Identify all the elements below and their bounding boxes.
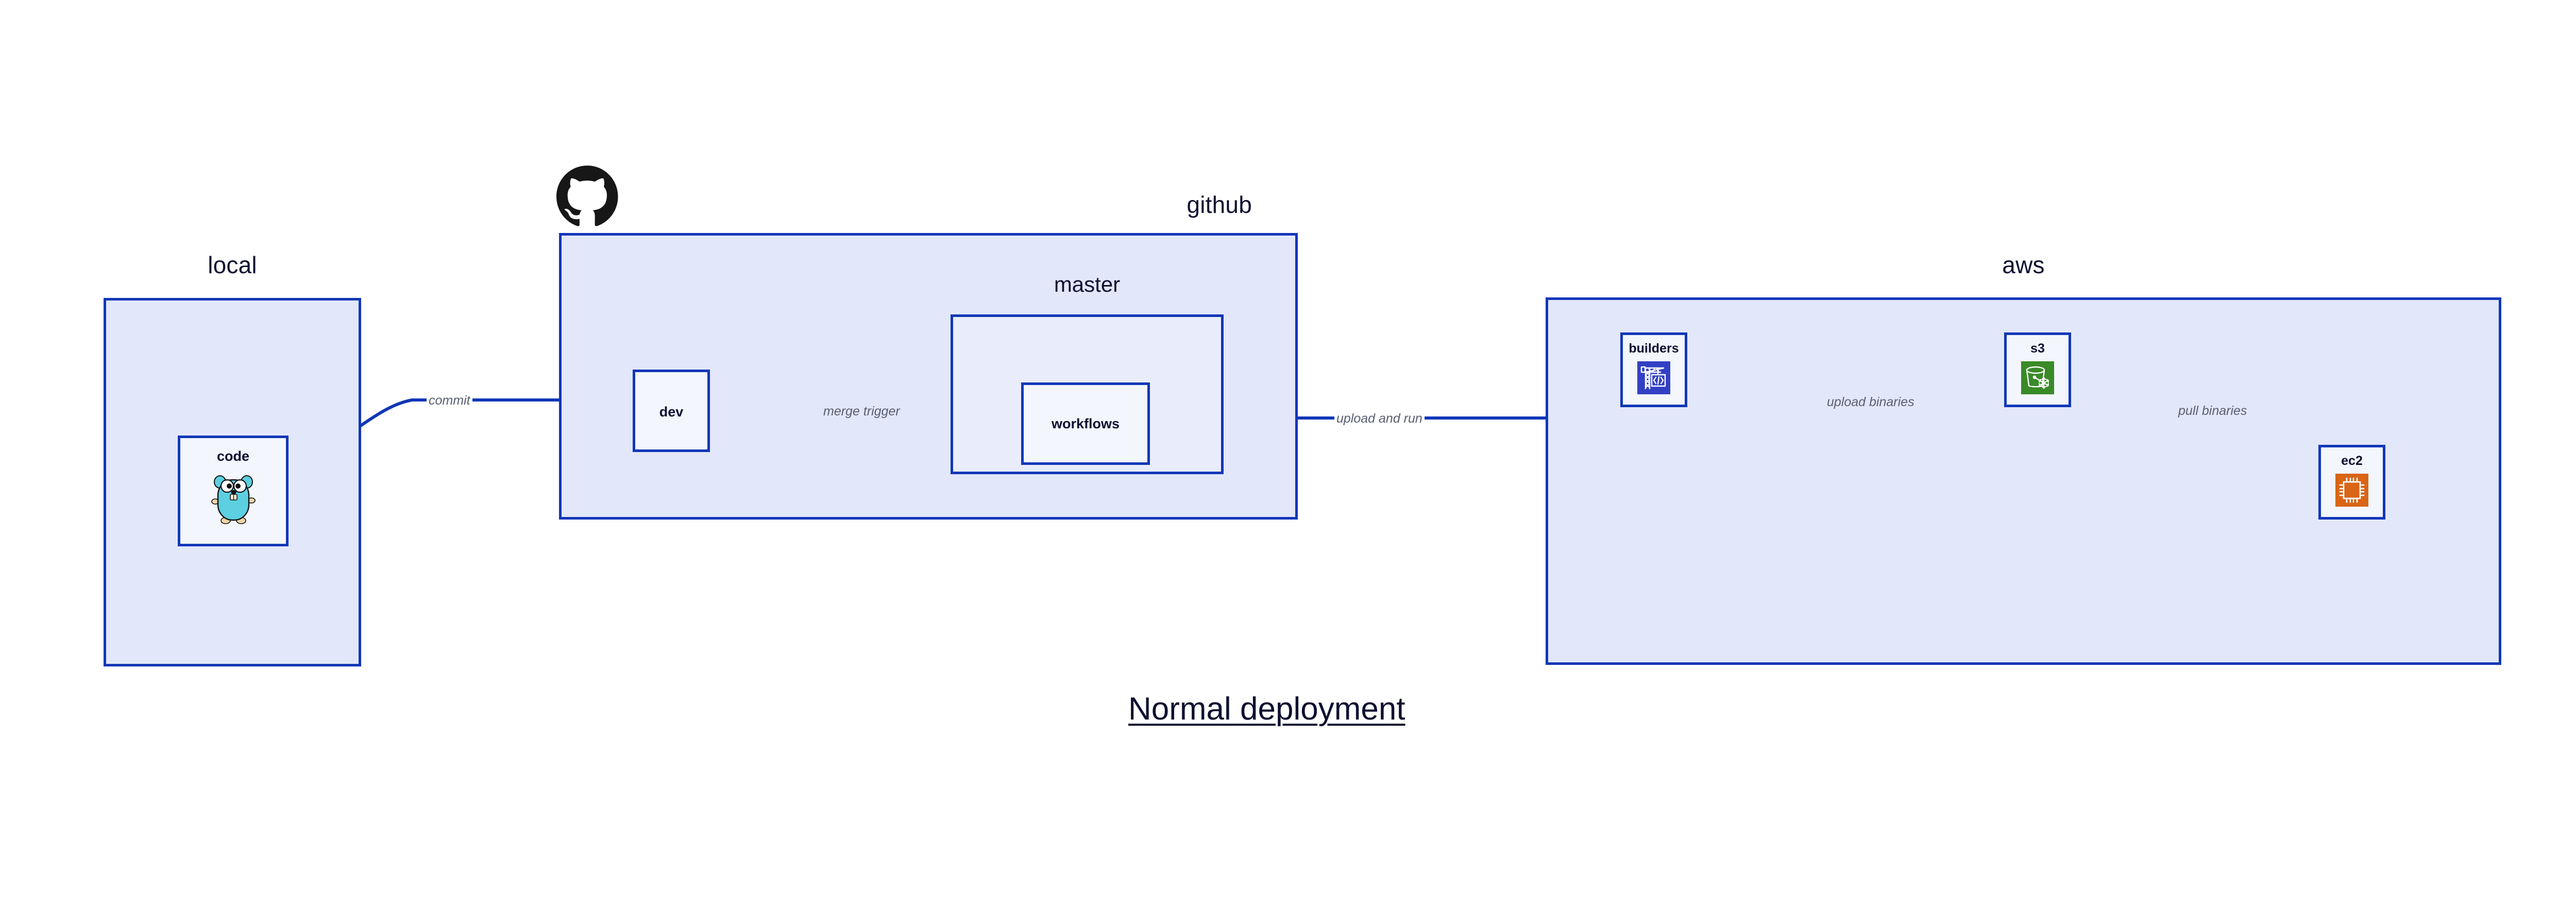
edge-label-upload-binaries: upload binaries: [1824, 396, 1918, 409]
edge-label-upload-and-run: upload and run: [1334, 412, 1425, 425]
node-label-ec2: ec2: [2341, 454, 2363, 468]
aws-ec2-chip-icon: [2335, 474, 2368, 507]
group-label-aws: aws: [2002, 252, 2045, 278]
edge-label-pull-binaries: pull binaries: [2175, 405, 2250, 417]
github-mark-icon: [556, 165, 618, 227]
node-label-dev: dev: [659, 404, 684, 420]
edge-label-merge-trigger: merge trigger: [820, 405, 903, 418]
node-label-builders: builders: [1629, 341, 1679, 356]
group-label-local: local: [208, 252, 257, 278]
node-dev[interactable]: dev: [633, 370, 710, 452]
node-builders[interactable]: builders: [1620, 332, 1687, 407]
aws-s3-glacier-bucket-icon: [2021, 361, 2054, 394]
group-label-github: github: [1187, 191, 1252, 218]
go-gopher-icon: [211, 471, 256, 527]
node-workflows[interactable]: workflows: [1021, 382, 1150, 465]
node-label-code: code: [216, 448, 250, 464]
group-local: [104, 298, 361, 666]
diagram-caption: Normal deployment: [1128, 691, 1405, 727]
node-ec2[interactable]: ec2: [2318, 445, 2385, 520]
node-code[interactable]: code: [178, 436, 289, 546]
node-label-s3: s3: [2030, 341, 2045, 356]
edge-label-commit: commit: [427, 394, 472, 407]
node-s3[interactable]: s3: [2004, 332, 2071, 407]
aws-builders-crane-icon: [1637, 361, 1670, 394]
subgroup-label-master: master: [1054, 272, 1121, 296]
node-label-workflows: workflows: [1051, 416, 1120, 431]
